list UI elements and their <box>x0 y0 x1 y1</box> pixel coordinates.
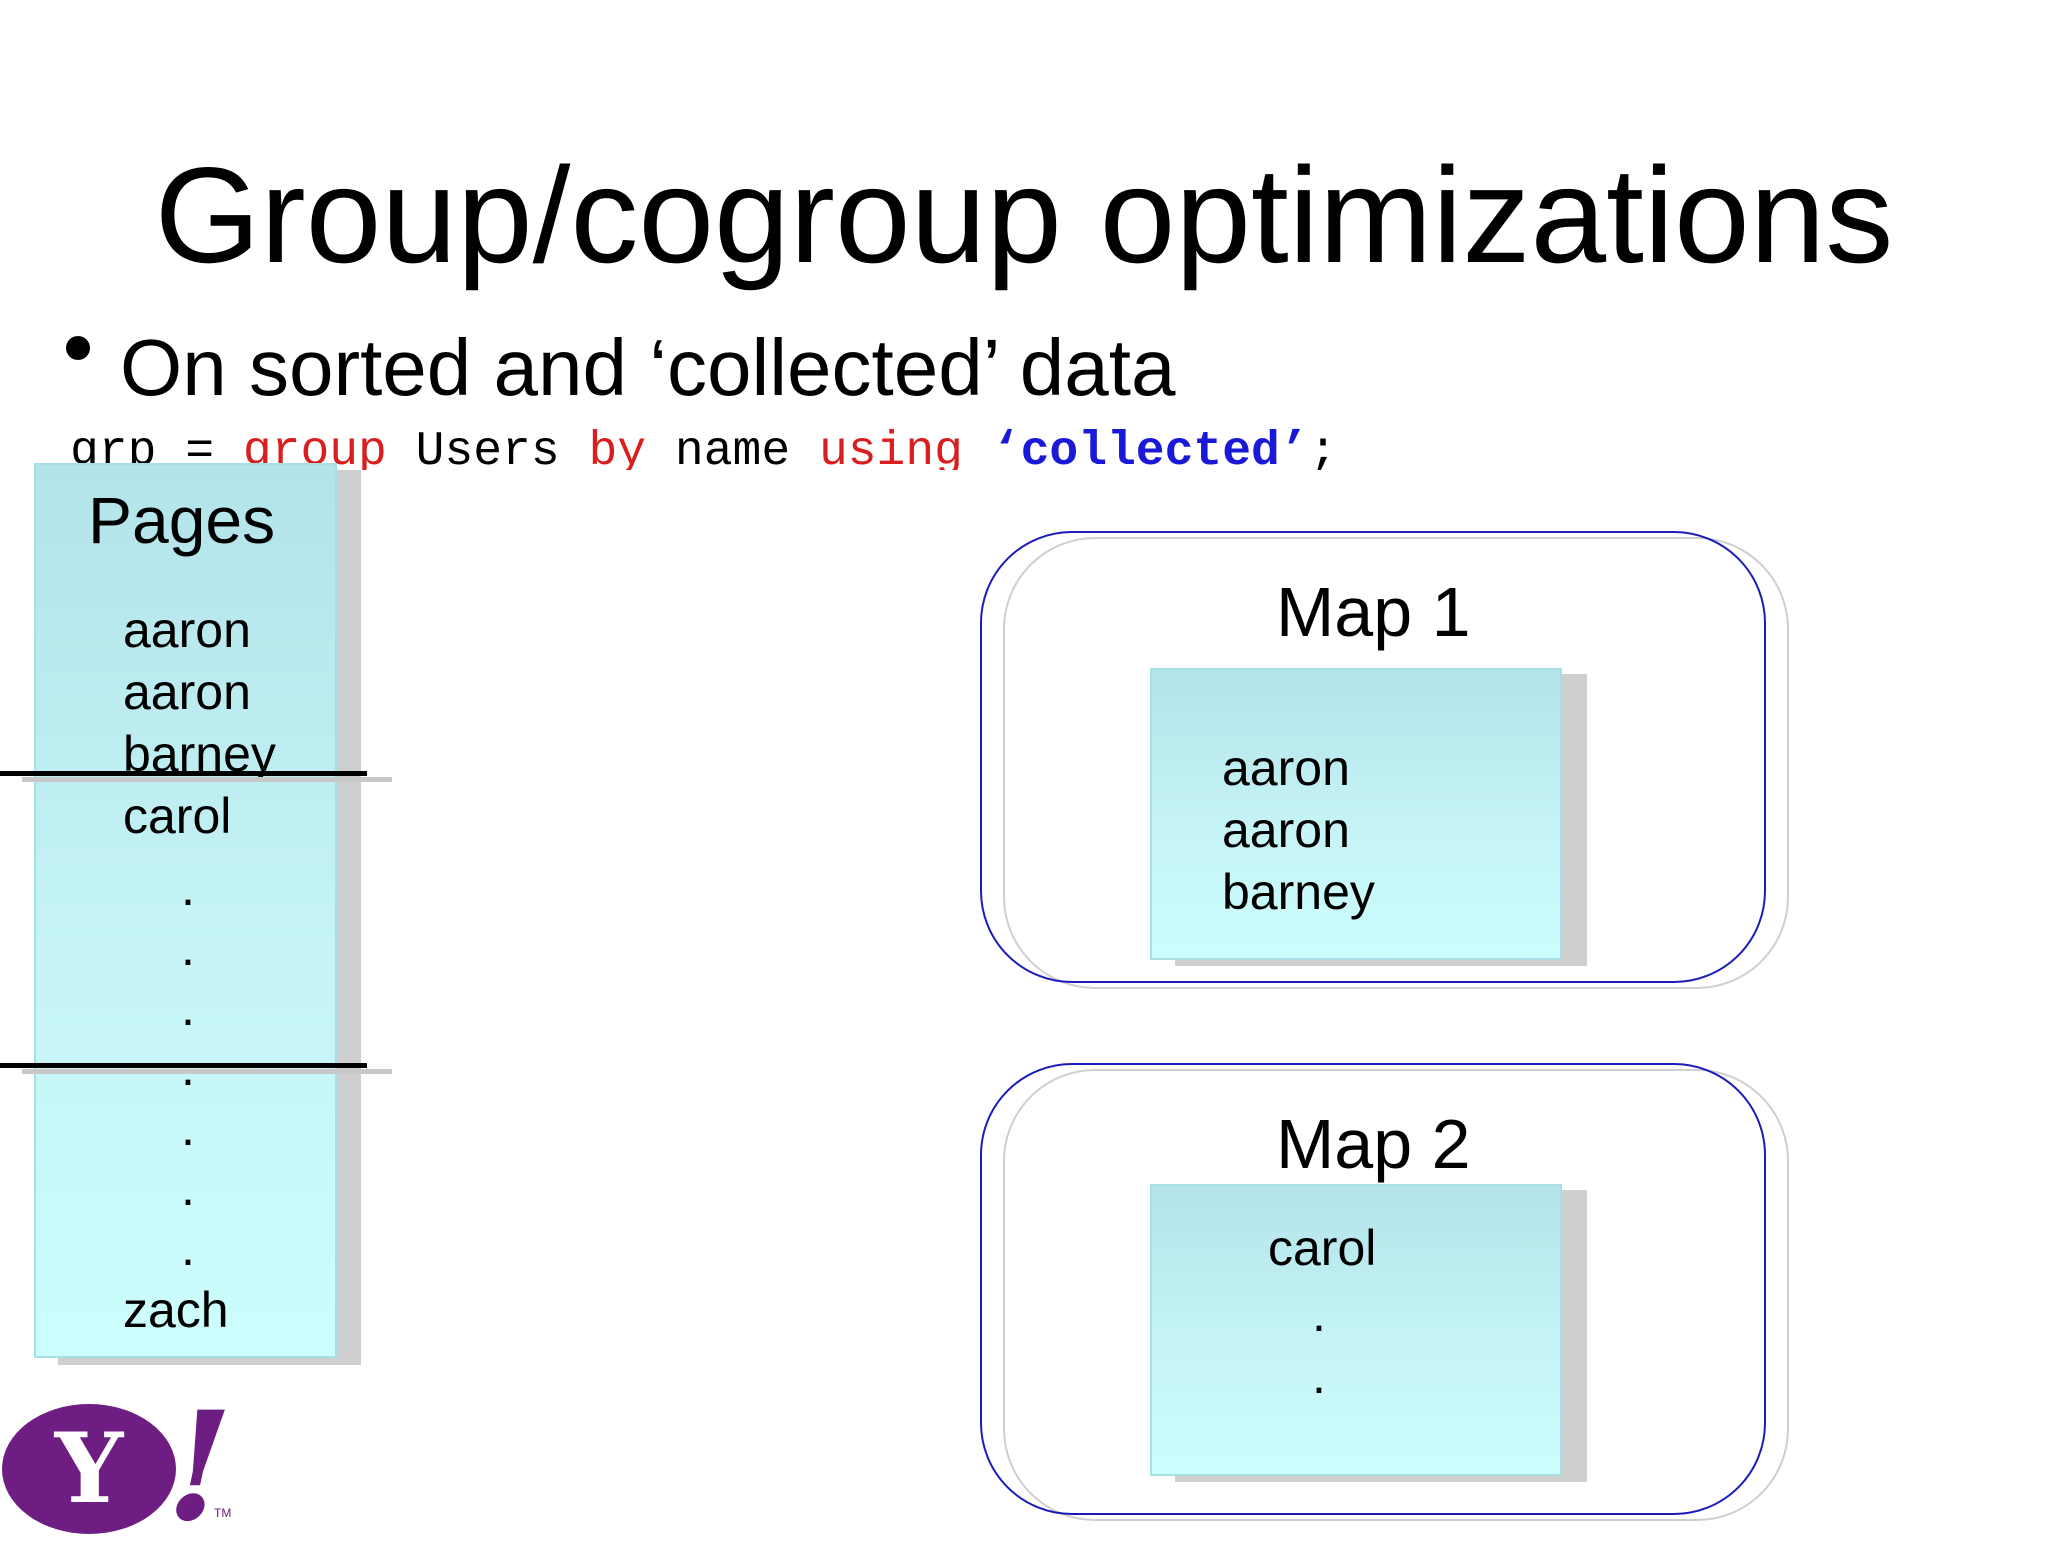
map1-item: aaron <box>1222 802 1350 858</box>
code-keyword-by: by <box>588 426 647 470</box>
pages-item: aaron <box>123 602 251 658</box>
map1-frame-shadow <box>1003 537 1789 989</box>
code-keyword-group: group <box>242 426 387 470</box>
pages-item: zach <box>123 1282 229 1338</box>
yahoo-logo-icon <box>2 1404 176 1534</box>
slide-title: Group/cogroup optimizations <box>154 139 1894 291</box>
split-line <box>0 771 367 776</box>
map2-frame <box>980 1063 1766 1515</box>
pages-item: . <box>181 1160 195 1216</box>
map2-title: Map 2 <box>1276 1105 1471 1183</box>
code-keyword-using: using <box>818 426 963 470</box>
pages-item: . <box>181 1100 195 1156</box>
bullet-dot <box>66 336 90 360</box>
pages-item: . <box>181 980 195 1036</box>
yahoo-logo-trademark: TM <box>214 1506 232 1520</box>
split-line-shadow <box>22 777 392 782</box>
pages-title: Pages <box>88 483 276 557</box>
code-token: ; <box>1308 426 1338 470</box>
split-line-shadow <box>22 1069 392 1074</box>
map2-item: . <box>1312 1286 1326 1342</box>
pages-item: carol <box>123 788 232 844</box>
map1-title: Map 1 <box>1276 573 1471 651</box>
pages-box <box>34 463 337 1358</box>
code-token: grp = <box>70 426 243 470</box>
bullet-text: On sorted and ‘collected’ data <box>120 323 1176 412</box>
pages-item: . <box>181 1220 195 1276</box>
pages-item: . <box>181 920 195 976</box>
pages-item: . <box>181 1040 195 1096</box>
map1-item: aaron <box>1222 740 1350 796</box>
code-string-collected: ‘collected’ <box>991 426 1309 470</box>
map1-frame <box>980 531 1766 983</box>
map2-item: . <box>1312 1348 1326 1404</box>
code-token <box>963 426 992 470</box>
split-line <box>0 1063 367 1068</box>
yahoo-logo-letter: Y <box>54 1412 124 1525</box>
map2-frame-shadow <box>1003 1069 1789 1521</box>
code-token: name <box>646 426 819 470</box>
code-token: Users <box>386 426 589 470</box>
map1-box <box>1150 668 1562 960</box>
pages-item: . <box>181 860 195 916</box>
pages-item: aaron <box>123 664 251 720</box>
map2-box <box>1150 1184 1562 1476</box>
map1-item: barney <box>1222 864 1375 920</box>
map2-item: carol <box>1268 1220 1377 1276</box>
code-line: grp = group Users by name using ‘collect… <box>70 426 1337 470</box>
